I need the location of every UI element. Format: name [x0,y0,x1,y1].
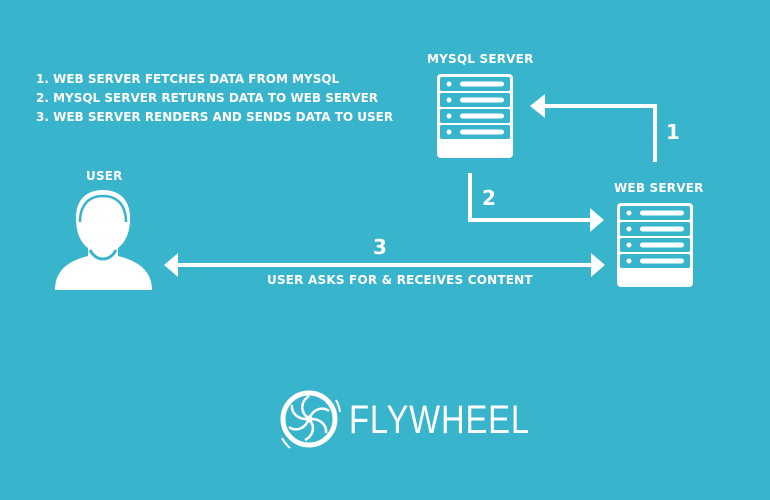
flywheel-logo-icon [280,390,341,449]
mysql-server-label: MYSQL SERVER [427,52,534,66]
flywheel-logo-text: FLYWHEEL [349,398,530,442]
arrow-3-label: 3 [373,235,387,259]
steps-list: 1. WEB SERVER FETCHES DATA FROM MYSQL 2.… [36,70,393,127]
arrow-3-caption: USER ASKS FOR & RECEIVES CONTENT [267,273,533,287]
mysql-server-icon [437,74,513,161]
arrow-2 [468,173,604,232]
step-2: 2. MYSQL SERVER RETURNS DATA TO WEB SERV… [36,91,378,105]
arrow-1-label: 1 [666,120,680,144]
step-3: 3. WEB SERVER RENDERS AND SENDS DATA TO … [36,110,394,124]
arrow-2-label: 2 [482,186,496,210]
arrow-1 [530,94,657,162]
web-server-label: WEB SERVER [614,181,704,195]
step-1: 1. WEB SERVER FETCHES DATA FROM MYSQL [36,72,340,86]
user-icon [55,190,152,290]
arrow-3 [164,253,605,277]
user-label: USER [86,169,123,183]
web-server-icon [617,203,693,290]
